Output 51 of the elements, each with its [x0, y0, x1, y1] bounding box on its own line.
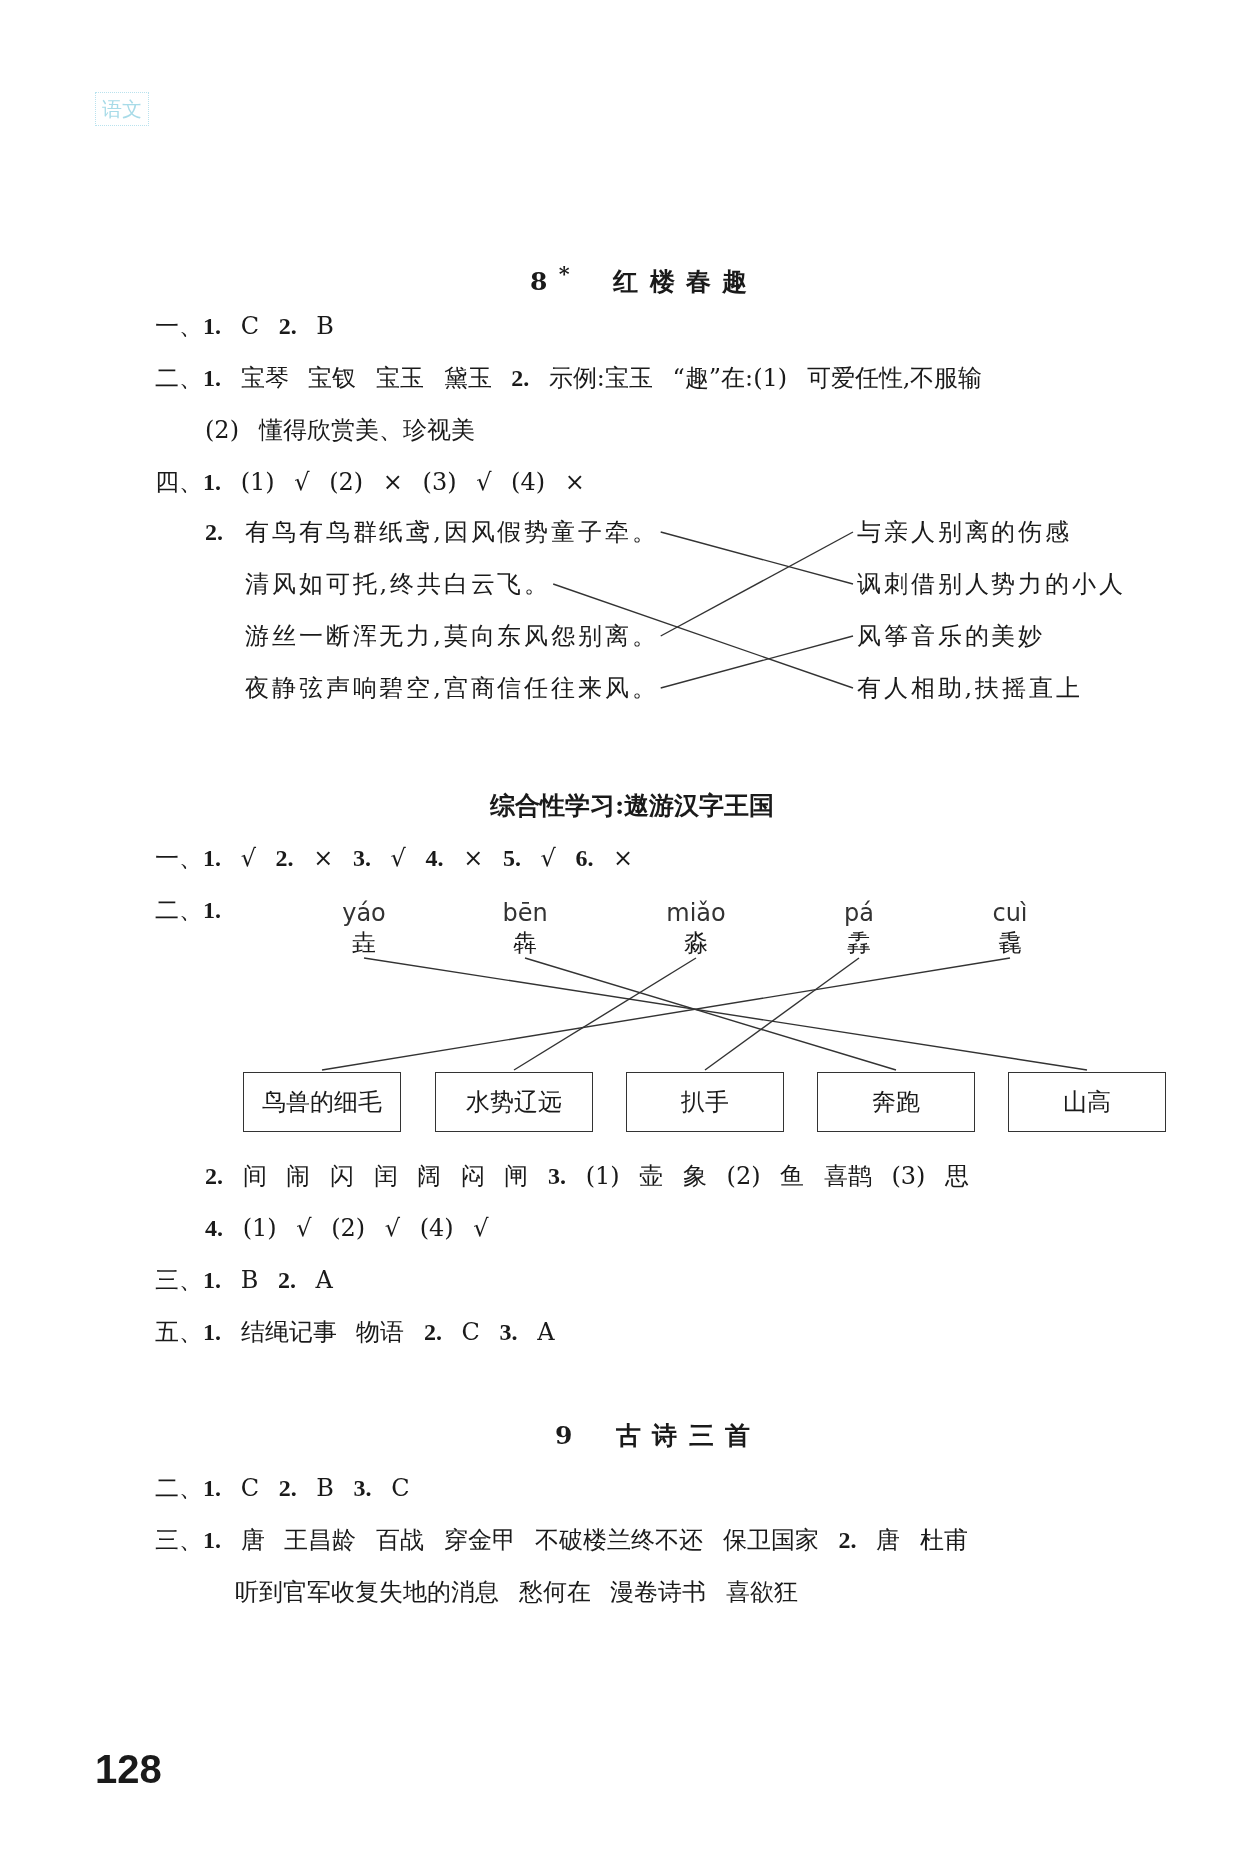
character-text: 毳 [998, 928, 1022, 958]
meaning-box: 奔跑 [817, 1072, 975, 1132]
poem-line: 有鸟有鸟群纸鸢,因风假势童子牵。 [245, 516, 659, 548]
answer-text: 二、1. 宝琴 宝钗 宝玉 黛玉 2. 示例:宝玉 “趣”在:(1) 可爱任性,不服输 [155, 363, 983, 394]
answer-text: 2. [205, 518, 223, 547]
matching-line [660, 635, 854, 689]
matching-line [321, 957, 1011, 1071]
section-title: 8$^{*}$ 红楼春趣 [530, 260, 759, 299]
answer-text: 二、1. [155, 895, 221, 926]
poem-line: 清风如可托,终共白云飞。 [245, 568, 552, 600]
matching-line [660, 531, 854, 585]
matching-line [704, 957, 860, 1071]
answer-text: 2. 间 闹 闪 闰 阔 闷 闸 3. (1) 壶 象 (2) 鱼 喜鹊 (3) 思 [205, 1161, 970, 1192]
pinyin-text: bēn [502, 898, 548, 928]
pinyin-text: cuì [992, 898, 1028, 928]
pinyin-text: yáo [342, 898, 386, 928]
answer-text: 三、1. B 2. A [155, 1265, 333, 1296]
pinyin-text: pá [844, 898, 874, 928]
meaning-text: 与亲人别离的伤感 [857, 516, 1073, 548]
answer-text: 五、1. 结绳记事 物语 2. C 3. A [155, 1317, 555, 1348]
matching-line [660, 531, 854, 637]
answer-text: 四、1. (1) √ (2) × (3) √ (4) × [155, 467, 585, 498]
subject-header: 语文 [95, 92, 149, 126]
answer-text: 一、1. C 2. B [155, 311, 334, 342]
answer-text: 一、1. √ 2. × 3. √ 4. × 5. √ 6. × [155, 843, 634, 874]
character-text: 淼 [684, 928, 708, 958]
matching-line [524, 957, 897, 1071]
character-text: 掱 [847, 928, 871, 958]
meaning-box: 山高 [1008, 1072, 1166, 1132]
meaning-text: 有人相助,扶摇直上 [857, 672, 1083, 704]
meaning-text: 风筝音乐的美妙 [857, 620, 1046, 652]
answer-text: 三、1. 唐 王昌龄 百战 穿金甲 不破楼兰终不还 保卫国家 2. 唐 杜甫 [155, 1525, 968, 1556]
matching-line [363, 957, 1088, 1071]
poem-line: 游丝一断浑无力,莫向东风怨别离。 [245, 620, 659, 652]
poem-line: 夜静弦声响碧空,宫商信任往来风。 [245, 672, 659, 704]
character-text: 犇 [513, 928, 537, 958]
character-text: 垚 [352, 928, 376, 958]
section-title: 综合性学习:遨游汉字王国 [490, 790, 775, 822]
section-title: 9 古诗三首 [555, 1420, 762, 1452]
matching-line [552, 583, 854, 689]
answer-text: 4. (1) √ (2) √ (4) √ [205, 1213, 489, 1244]
meaning-text: 讽刺借别人势力的小人 [857, 568, 1126, 600]
answer-text: 听到官军收复失地的消息 愁何在 漫卷诗书 喜欲狂 [235, 1577, 798, 1608]
meaning-box: 扒手 [626, 1072, 784, 1132]
meaning-box: 鸟兽的细毛 [243, 1072, 401, 1132]
page-number: 128 [95, 1746, 162, 1793]
pinyin-text: miǎo [666, 898, 726, 928]
answer-text: 二、1. C 2. B 3. C [155, 1473, 410, 1504]
matching-line [513, 957, 697, 1071]
answer-text: (2) 懂得欣赏美、珍视美 [205, 415, 475, 446]
meaning-box: 水势辽远 [435, 1072, 593, 1132]
